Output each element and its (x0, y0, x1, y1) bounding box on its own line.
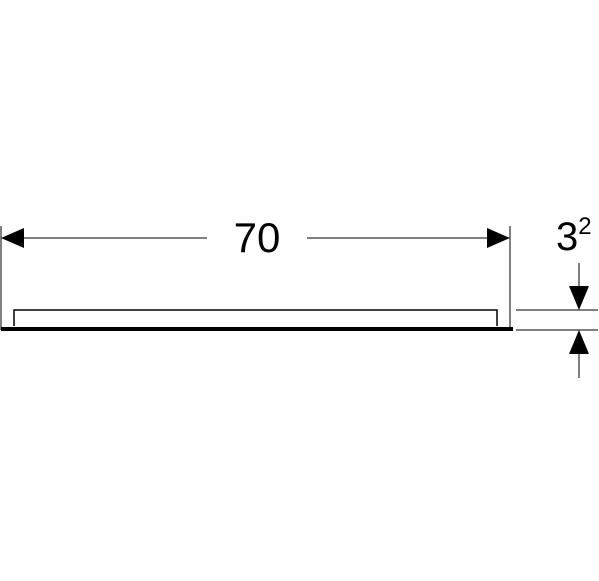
width-arrow-right (487, 228, 510, 248)
height-dimension-label: 32 (556, 213, 592, 259)
height-arrow-top (569, 286, 589, 310)
width-dimension-label: 70 (234, 214, 281, 261)
panel-profile (13, 309, 498, 326)
height-arrow-bottom (569, 330, 589, 354)
height-label-superscript: 2 (578, 213, 591, 240)
width-arrow-left (1, 228, 24, 248)
height-label-base: 3 (556, 215, 578, 259)
